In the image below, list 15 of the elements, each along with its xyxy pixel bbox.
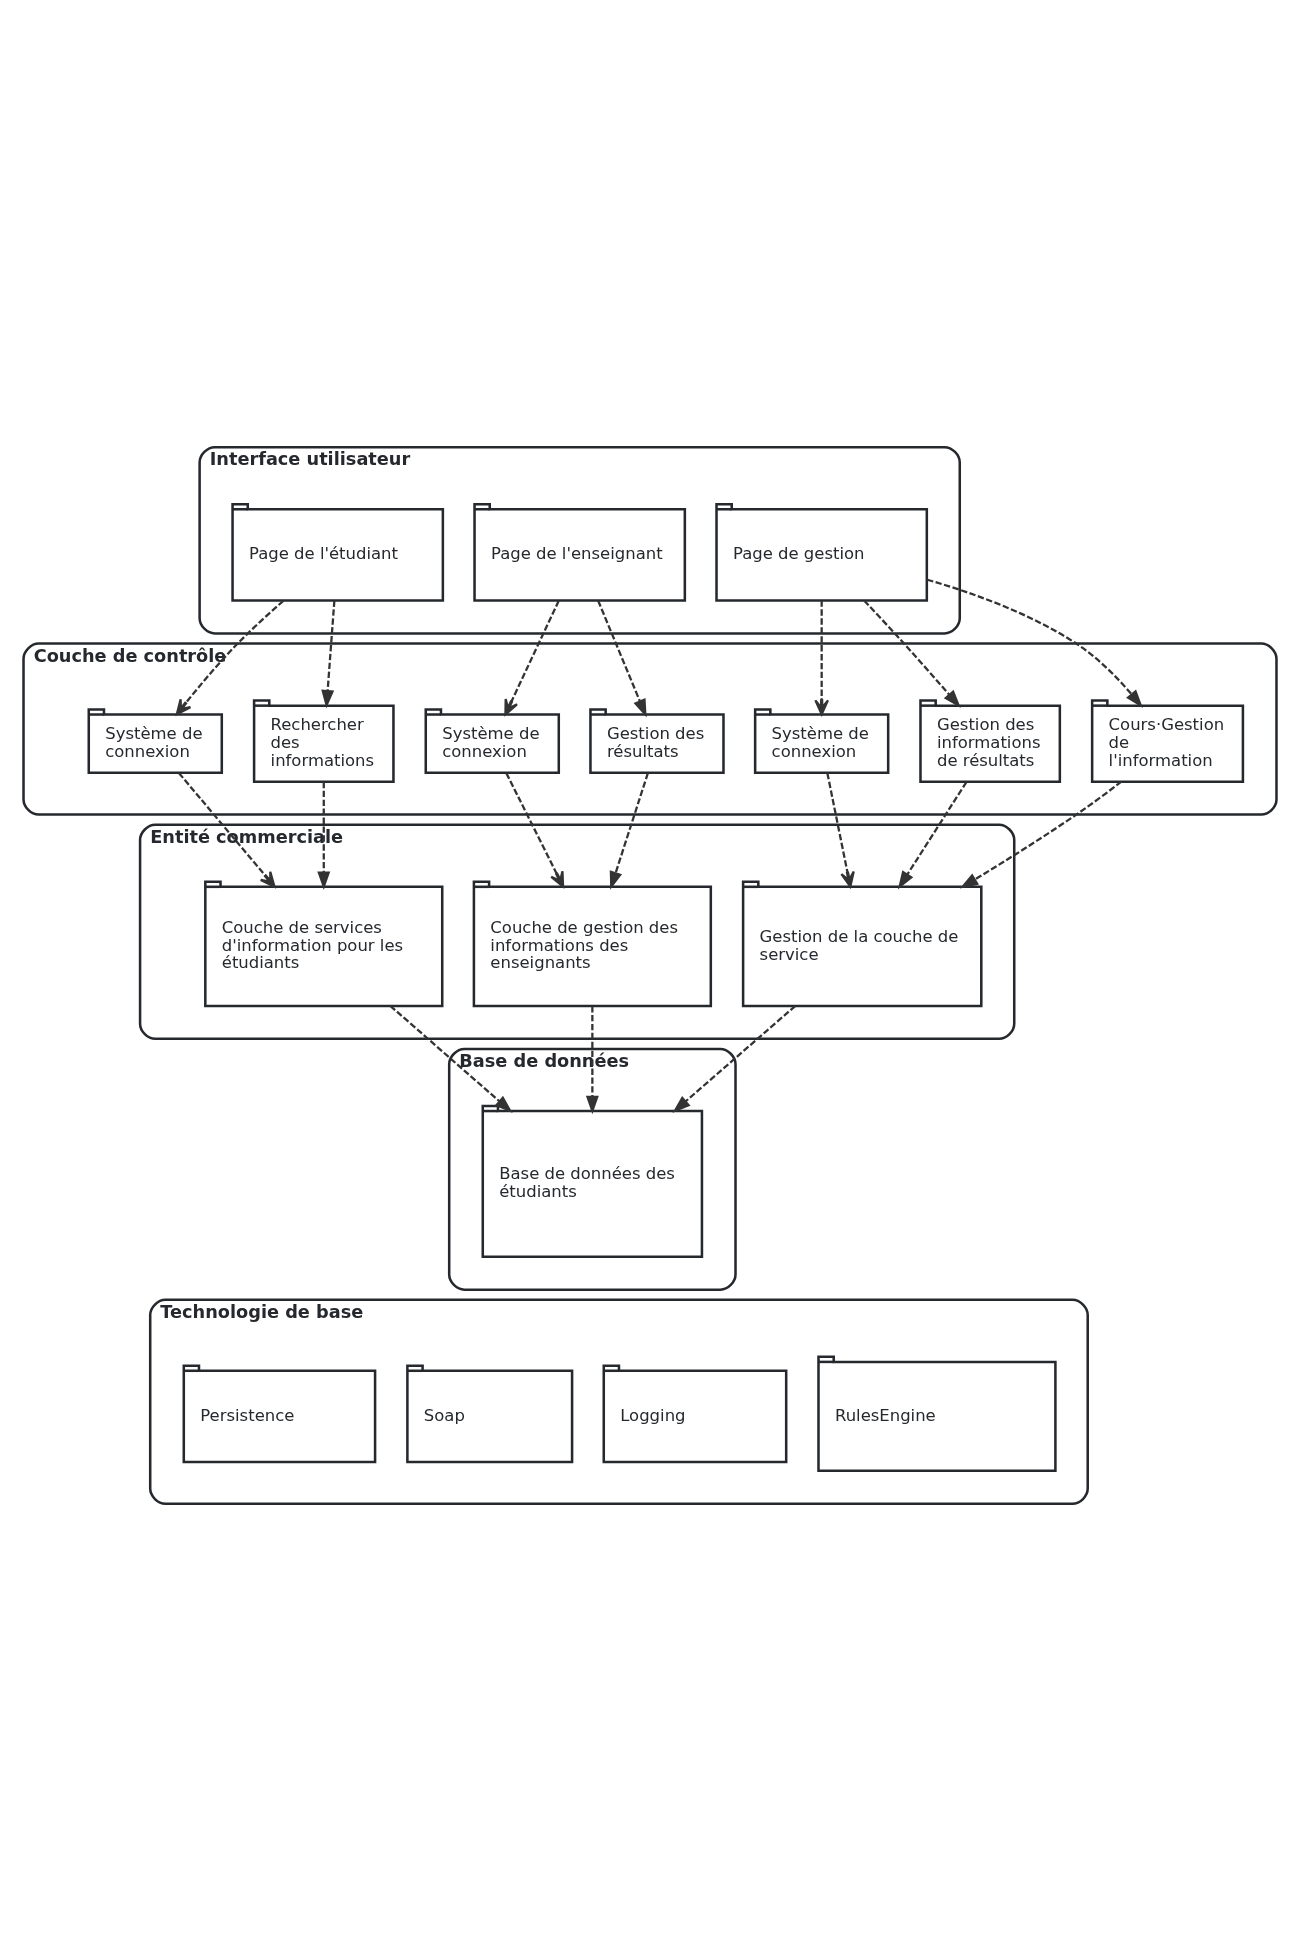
arrow [814, 600, 830, 715]
arrow [505, 772, 565, 888]
arrow [609, 772, 649, 890]
arrow [959, 780, 1123, 889]
arrow [585, 1005, 599, 1114]
arrow [863, 599, 961, 708]
arrow [672, 1004, 796, 1113]
arrow [175, 599, 285, 715]
arrow [826, 772, 855, 888]
arrow [927, 578, 1143, 708]
arrow [321, 600, 336, 708]
arrow [504, 599, 560, 715]
arrow [597, 599, 647, 718]
arrow [897, 781, 968, 889]
arrow [317, 781, 331, 890]
